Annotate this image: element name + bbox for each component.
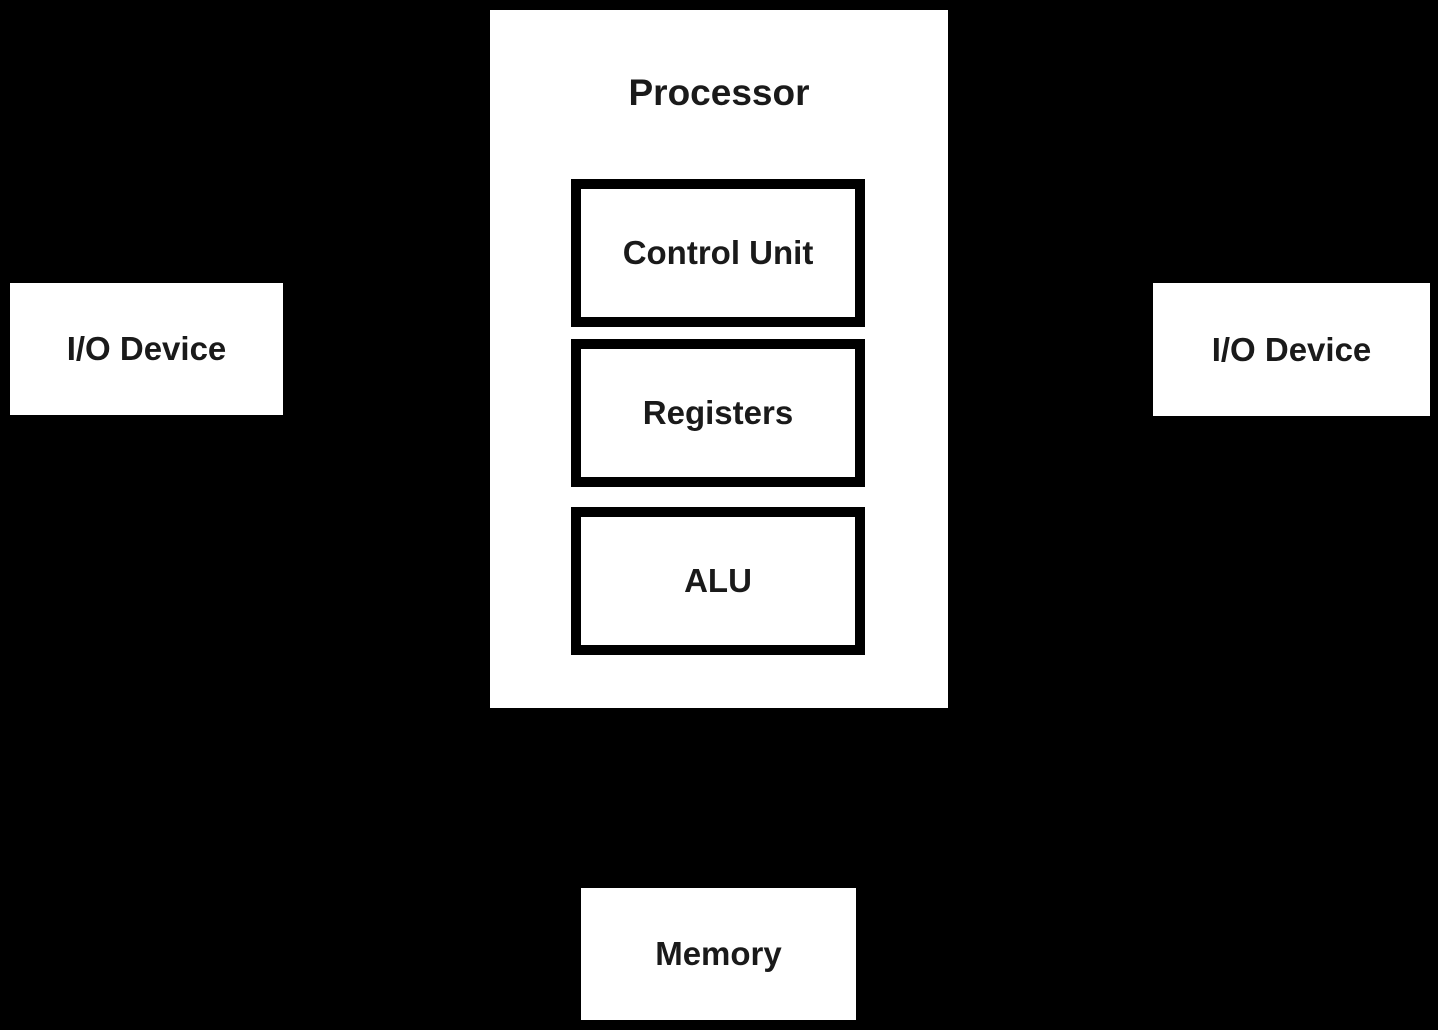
io-device-right-label: I/O Device: [1211, 330, 1372, 368]
processor-title: Processor: [628, 72, 810, 113]
io-device-right-box: I/O Device: [1153, 283, 1430, 416]
memory-box: Memory: [581, 888, 856, 1020]
io-device-left-box: I/O Device: [10, 283, 283, 415]
memory-label: Memory: [655, 935, 782, 972]
registers-box: Registers: [571, 339, 865, 487]
io-device-left-label: I/O Device: [66, 330, 227, 367]
control-unit-box: Control Unit: [571, 179, 865, 327]
alu-label: ALU: [684, 562, 752, 599]
registers-label: Registers: [642, 394, 794, 431]
control-unit-label: Control Unit: [622, 234, 814, 271]
alu-box: ALU: [571, 507, 865, 655]
